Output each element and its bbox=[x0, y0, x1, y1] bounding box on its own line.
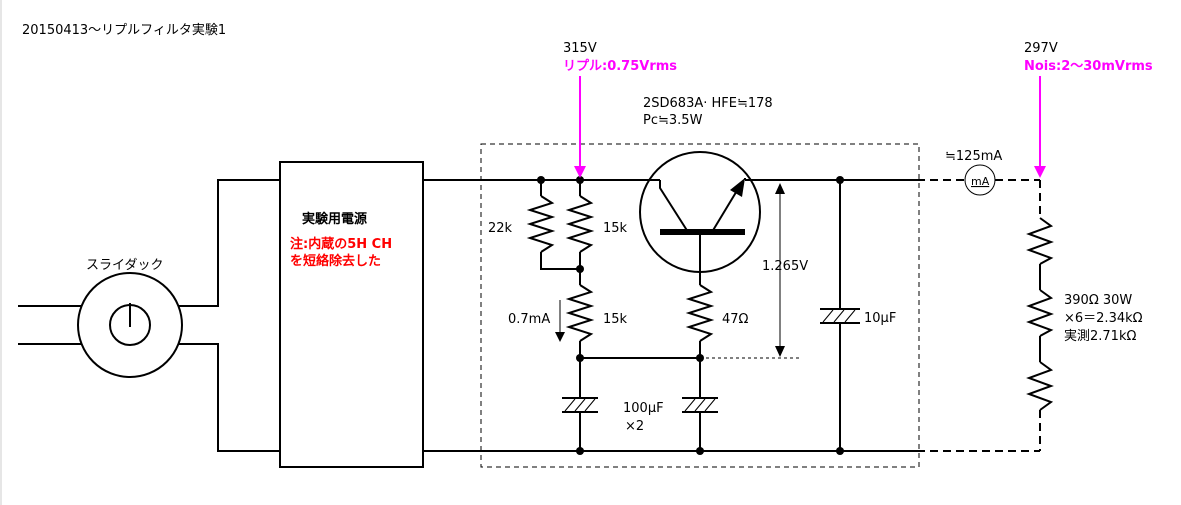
capacitor-100uf-left bbox=[562, 358, 598, 451]
resistor-22k-label: 22k bbox=[488, 221, 513, 236]
output-voltage-label: 297V bbox=[1024, 41, 1058, 56]
power-supply-note-line2: を短絡除去した bbox=[290, 253, 381, 269]
resistor-22k: 22k bbox=[488, 180, 580, 270]
filter-enclosure bbox=[480, 143, 920, 468]
slidac: スライダック bbox=[18, 179, 280, 452]
resistor-47ohm: 47Ω bbox=[685, 284, 749, 358]
junction-dots bbox=[537, 176, 844, 455]
load-resistor-label-line1: 390Ω 30W bbox=[1064, 293, 1132, 308]
load-resistor: 390Ω 30W ×6＝2.34kΩ 実測2.71kΩ bbox=[1026, 180, 1143, 451]
capacitor-10uf-label: 10μF bbox=[864, 311, 896, 326]
resistor-15k-top-label: 15k bbox=[603, 221, 628, 236]
power-supply-label: 実験用電源 bbox=[302, 211, 367, 227]
resistor-15k-top: 15k bbox=[565, 180, 628, 269]
capacitor-100uf-label-line2: ×2 bbox=[625, 419, 644, 434]
voltage-drop-label: 1.265V bbox=[762, 259, 808, 274]
voltage-drop-indicator: 1.265V bbox=[762, 183, 808, 357]
power-supply-note-line1: 注:内蔵の5H CH bbox=[290, 236, 392, 252]
resistor-47ohm-label: 47Ω bbox=[722, 312, 749, 327]
power-supply-box: 実験用電源 注:内蔵の5H CH を短絡除去した bbox=[279, 161, 424, 468]
slidac-label: スライダック bbox=[86, 258, 163, 273]
capacitor-100uf-label-line1: 100μF bbox=[623, 401, 664, 416]
load-current-label: ≒125mA bbox=[945, 149, 1002, 164]
resistor-15k-bottom-label: 15k bbox=[603, 312, 628, 327]
capacitor-10uf: 10μF bbox=[820, 180, 896, 451]
transistor-spec-line1: 2SD683A· HFE≒178 bbox=[643, 96, 773, 111]
input-ripple-label: リプル:0.75Vrms bbox=[563, 59, 677, 74]
input-voltage-label: 315V bbox=[563, 41, 597, 56]
capacitor-100uf-right bbox=[682, 358, 718, 451]
load-resistor-label-line2: ×6＝2.34kΩ bbox=[1064, 311, 1143, 326]
ammeter-label: mA bbox=[971, 175, 990, 188]
output-noise-label: Nois:2～30mVrms bbox=[1024, 59, 1153, 74]
diagram-title: 20150413～リプルフィルタ実験1 bbox=[22, 22, 226, 38]
transistor-spec-line2: Pc≒3.5W bbox=[643, 113, 703, 128]
output-noise-probe: 297V Nois:2～30mVrms bbox=[1024, 41, 1153, 178]
resistor-15k-bottom: 15k 0.7mA bbox=[508, 269, 628, 358]
transistor: 2SD683A· HFE≒178 Pc≒3.5W bbox=[639, 96, 773, 285]
bias-current-label: 0.7mA bbox=[508, 312, 550, 327]
ammeter: mA ≒125mA bbox=[945, 149, 1002, 196]
input-ripple-probe: 315V リプル:0.75Vrms bbox=[563, 41, 677, 178]
load-resistor-label-line3: 実測2.71kΩ bbox=[1064, 328, 1136, 344]
